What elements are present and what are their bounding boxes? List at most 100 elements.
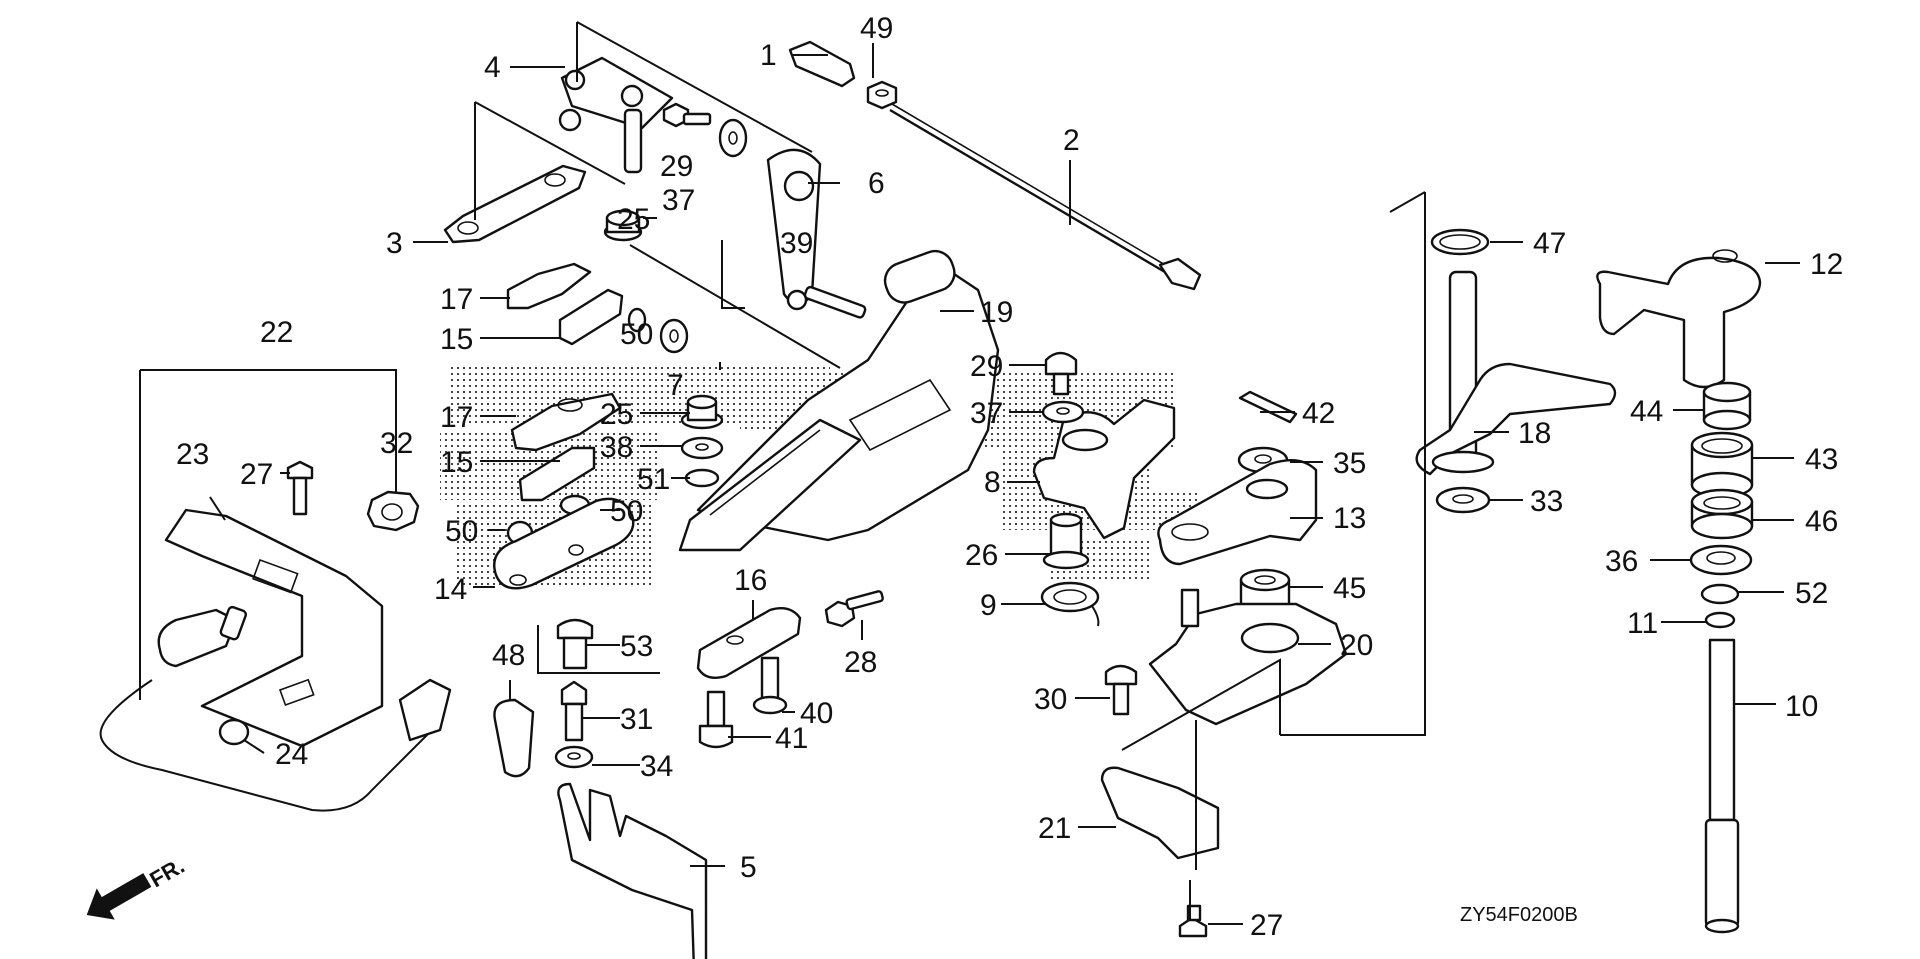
callout-17-upper[interactable]: 17	[440, 283, 473, 316]
part-27-bolt-left[interactable]	[286, 460, 314, 516]
callout-33[interactable]: 33	[1530, 485, 1563, 518]
callout-6[interactable]: 6	[868, 167, 885, 200]
part-3-linkage[interactable]	[443, 164, 587, 244]
callout-2[interactable]: 2	[1063, 124, 1080, 157]
callout-10[interactable]: 10	[1785, 690, 1818, 723]
callout-37-upper[interactable]: 37	[662, 184, 695, 217]
callout-48[interactable]: 48	[492, 639, 525, 672]
part-29-bolt-right[interactable]	[1044, 351, 1078, 396]
part-18-shaft-gear[interactable]	[1415, 270, 1617, 476]
callout-16[interactable]: 16	[734, 564, 767, 597]
part-25-bushing-mid[interactable]	[680, 394, 724, 430]
part-17-clip-lower[interactable]	[510, 392, 622, 452]
part-49-nut[interactable]	[866, 80, 898, 110]
part-15-block-lower[interactable]	[518, 446, 596, 502]
callout-17-lower[interactable]: 17	[440, 401, 473, 434]
part-17-clip-upper[interactable]	[506, 262, 592, 310]
callout-49[interactable]: 49	[860, 12, 893, 45]
callout-5[interactable]: 5	[740, 851, 757, 884]
callout-18[interactable]: 18	[1518, 417, 1551, 450]
callout-44[interactable]: 44	[1630, 395, 1663, 428]
part-4-plate[interactable]	[558, 56, 674, 174]
callout-47[interactable]: 47	[1533, 227, 1566, 260]
part-12-sector-gear[interactable]	[1596, 249, 1762, 389]
callout-43[interactable]: 43	[1805, 443, 1838, 476]
callout-45[interactable]: 45	[1333, 572, 1366, 605]
part-33-washer[interactable]	[1435, 486, 1491, 514]
part-22-switch-harness[interactable]	[99, 605, 452, 812]
part-11-circlip[interactable]	[1704, 611, 1736, 629]
callout-53[interactable]: 53	[620, 630, 653, 663]
part-27-bolt-bottom[interactable]	[1178, 904, 1208, 938]
callout-25-upper[interactable]: 25	[617, 203, 650, 236]
callout-27-bottom[interactable]: 27	[1250, 909, 1283, 942]
part-5-bracket[interactable]	[557, 782, 708, 959]
callout-29-right[interactable]: 29	[970, 350, 1003, 383]
part-19-bracket[interactable]	[678, 246, 1000, 552]
part-28-bolt[interactable]	[824, 590, 884, 628]
part-46-seal[interactable]	[1690, 488, 1754, 540]
callout-40[interactable]: 40	[800, 697, 833, 730]
part-30-bolt[interactable]	[1104, 664, 1138, 716]
part-39-pin[interactable]	[803, 285, 867, 319]
callout-37-right[interactable]: 37	[970, 397, 1003, 430]
part-10-shaft[interactable]	[1704, 638, 1740, 934]
callout-24[interactable]: 24	[275, 738, 308, 771]
callout-50-left[interactable]: 50	[445, 515, 478, 548]
callout-25-mid[interactable]: 25	[600, 398, 633, 431]
part-9-spring[interactable]	[1040, 581, 1100, 627]
callout-21[interactable]: 21	[1038, 812, 1071, 845]
part-42-cotter-pin[interactable]	[1238, 390, 1298, 424]
callout-41[interactable]: 41	[775, 722, 808, 755]
part-20-bracket[interactable]	[1148, 588, 1348, 726]
part-34-washer[interactable]	[554, 745, 594, 769]
callout-50-mid[interactable]: 50	[610, 495, 643, 528]
callout-51[interactable]: 51	[637, 463, 670, 496]
callout-22[interactable]: 22	[260, 316, 293, 349]
callout-12[interactable]: 12	[1810, 248, 1843, 281]
part-29-bolt-top[interactable]	[662, 102, 712, 128]
part-16-mount[interactable]	[696, 607, 802, 679]
callout-35[interactable]: 35	[1333, 447, 1366, 480]
part-38-washer[interactable]	[680, 436, 724, 460]
part-31-bolt[interactable]	[560, 680, 588, 742]
part-53-bolt[interactable]	[556, 618, 594, 670]
callout-38[interactable]: 38	[600, 431, 633, 464]
callout-15-lower[interactable]: 15	[440, 446, 473, 479]
part-37-washer-right[interactable]	[1041, 400, 1085, 424]
part-40-pin[interactable]	[752, 656, 788, 715]
callout-1[interactable]: 1	[760, 39, 777, 72]
callout-36[interactable]: 36	[1605, 545, 1638, 578]
callout-52[interactable]: 52	[1795, 577, 1828, 610]
part-50-clip-top[interactable]	[627, 307, 647, 333]
part-25-bushing-top[interactable]	[603, 209, 643, 242]
part-15-block-upper[interactable]	[558, 288, 624, 346]
callout-19[interactable]: 19	[980, 296, 1013, 329]
callout-42[interactable]: 42	[1302, 397, 1335, 430]
part-23-bracket[interactable]	[164, 508, 384, 748]
callout-26[interactable]: 26	[965, 539, 998, 572]
callout-31[interactable]: 31	[620, 703, 653, 736]
callout-28[interactable]: 28	[844, 646, 877, 679]
part-6-arm[interactable]	[766, 148, 822, 311]
part-41-pin[interactable]	[698, 690, 734, 749]
part-21-guard[interactable]	[1100, 766, 1220, 860]
part-37-washer-top[interactable]	[718, 118, 748, 158]
part-36-washer[interactable]	[1689, 544, 1753, 576]
callout-4[interactable]: 4	[484, 51, 501, 84]
callout-20[interactable]: 20	[1340, 629, 1373, 662]
part-52-circlip[interactable]	[1700, 583, 1740, 605]
part-32-nut[interactable]	[366, 490, 420, 532]
part-24-clip[interactable]	[218, 718, 250, 746]
part-1-clip[interactable]	[788, 40, 856, 88]
callout-34[interactable]: 34	[640, 750, 673, 783]
callout-30[interactable]: 30	[1034, 683, 1067, 716]
callout-46[interactable]: 46	[1805, 505, 1838, 538]
part-47-oring[interactable]	[1430, 228, 1490, 256]
part-13-arm[interactable]	[1157, 458, 1318, 566]
callout-32[interactable]: 32	[380, 427, 413, 460]
callout-29-upper[interactable]: 29	[660, 150, 693, 183]
callout-15-upper[interactable]: 15	[440, 323, 473, 356]
part-44-bushing[interactable]	[1702, 381, 1752, 431]
part-7-washer[interactable]	[659, 318, 689, 354]
